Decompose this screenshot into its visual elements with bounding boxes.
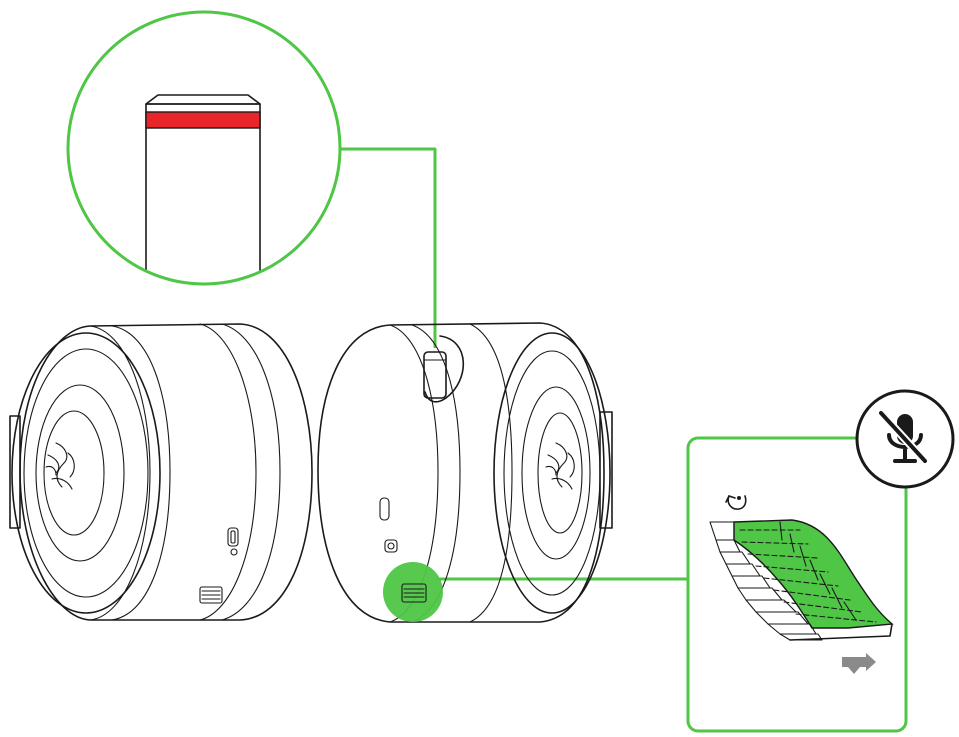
wheel-ridge-ticks (779, 521, 857, 621)
mic-dial-highlight (383, 562, 443, 622)
right-ear-cup (317, 322, 613, 623)
mic-dial-wheel-zoom (709, 519, 894, 641)
led-zoom-callout (66, 10, 342, 286)
mic-led-indicator (145, 111, 261, 129)
mic-dial-zoom-box (686, 436, 908, 733)
microphone-muted-icon (877, 409, 929, 465)
left-cup-controls (199, 527, 239, 604)
left-ear-cushion (19, 323, 313, 621)
led-zoom-circle-fill (68, 12, 340, 284)
right-cup-controls (379, 497, 398, 553)
led-zoom-circle-border (66, 10, 342, 286)
mic-muted-badge (855, 389, 955, 489)
led-callout-connector (338, 147, 437, 348)
retracted-mic-boom (423, 335, 465, 403)
left-ear-cup (9, 323, 313, 621)
razer-logo-right (545, 442, 575, 490)
mic-boom-body (145, 103, 261, 284)
wheel-ridges (709, 521, 823, 641)
rotate-arrow-icon (725, 495, 747, 510)
callout-connectors (338, 147, 688, 581)
mic-mute-dial (401, 583, 427, 603)
razer-logo-left (45, 442, 75, 490)
right-ear-cushion (317, 322, 605, 623)
volume-direction-icon (842, 653, 876, 674)
mic-dial-zoom-callout (686, 436, 908, 733)
mic-boom-zoom (145, 94, 261, 284)
